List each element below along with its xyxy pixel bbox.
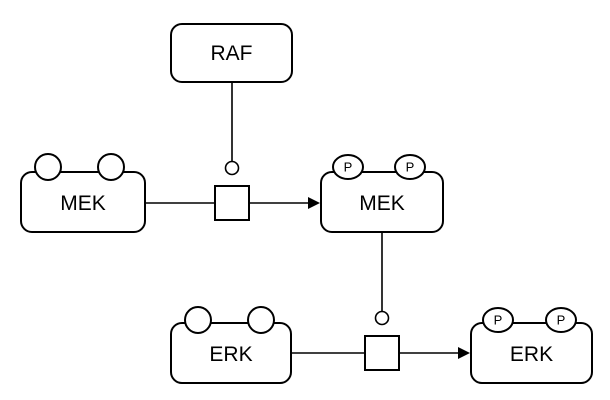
raf-label: RAF: [211, 42, 253, 65]
catalysis-circle: [224, 160, 240, 176]
state-variable-empty: [247, 306, 275, 334]
state-variable-p: [545, 307, 577, 333]
mek-label: MEK: [60, 192, 106, 215]
state-variable-p-label: P: [557, 313, 566, 328]
state-variable-empty: [184, 306, 212, 334]
state-variable-p: [394, 154, 426, 180]
state-variable-empty: [97, 153, 125, 181]
state-variable-p-label: P: [406, 160, 415, 175]
erk-p-node: P P ERK: [470, 307, 593, 384]
mek-process-node: [214, 185, 250, 221]
erk-label: ERK: [209, 343, 252, 366]
catalysis-circle: [374, 310, 390, 326]
mek-p-node: P P MEK: [320, 154, 444, 233]
erk-process-node: [364, 335, 400, 371]
state-variable-empty: [34, 153, 62, 181]
erk-p-label: ERK: [510, 343, 553, 366]
state-variable-p: [482, 307, 514, 333]
raf-node: RAF: [170, 23, 293, 83]
mek-p-label: MEK: [359, 192, 405, 215]
mek-node: MEK: [20, 153, 146, 233]
erk-node: ERK: [170, 306, 292, 384]
state-variable-p: [332, 154, 364, 180]
state-variable-p-label: P: [494, 313, 503, 328]
state-variable-p-label: P: [344, 160, 353, 175]
